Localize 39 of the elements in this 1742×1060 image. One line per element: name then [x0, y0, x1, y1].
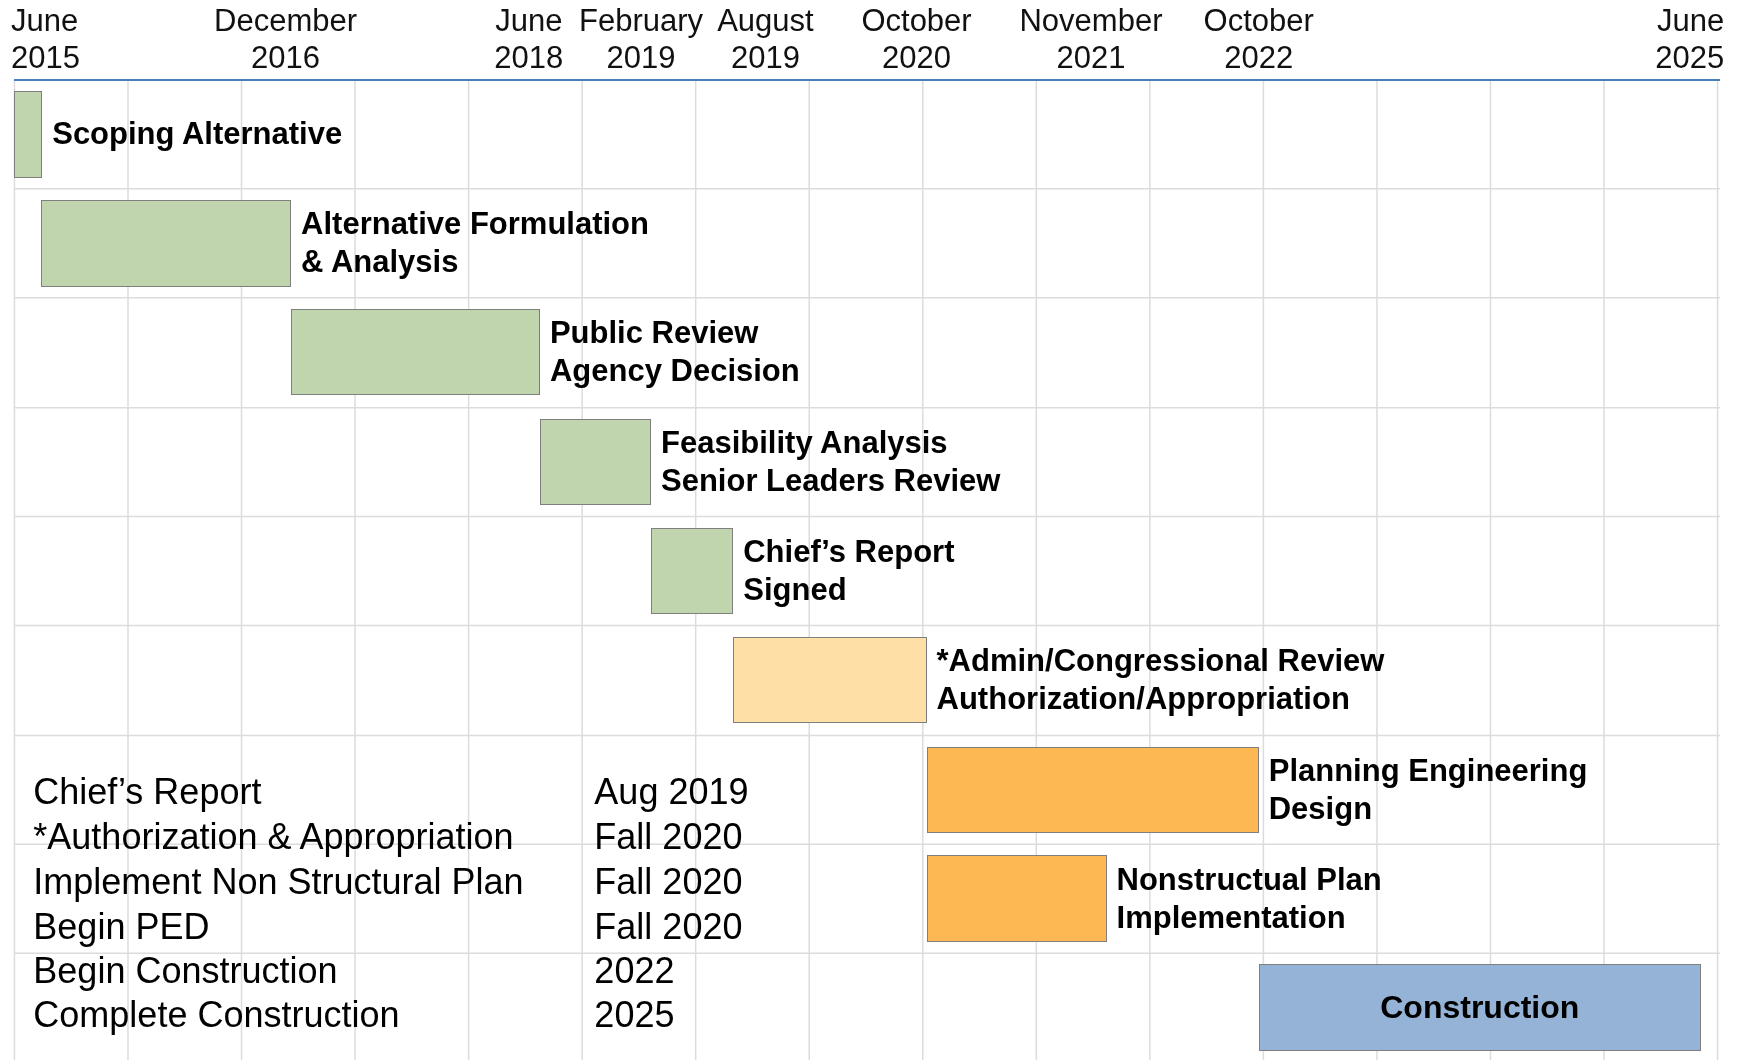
milestone-date: Fall 2020: [594, 862, 743, 903]
task-label: Feasibility Analysis Senior Leaders Review: [661, 424, 1002, 501]
task-label: Chief’s Report Signed: [743, 533, 956, 610]
milestone-date: 2025: [594, 995, 675, 1036]
milestone-date: Aug 2019: [594, 772, 749, 813]
date-label: August 2019: [717, 2, 814, 76]
timeline-bar: [651, 527, 734, 615]
timeline-bar: [926, 855, 1107, 943]
timeline-bar: [539, 418, 651, 506]
task-label: Alternative Formulation & Analysis: [301, 205, 650, 282]
milestone-date: 2022: [594, 951, 675, 991]
task-label: Planning Engineering Design: [1268, 751, 1589, 828]
task-label: Public Review Agency Decision: [549, 314, 801, 391]
bar-label: Construction: [1380, 989, 1580, 1027]
milestone-name: Begin Construction: [33, 951, 338, 991]
timeline-bar: [14, 91, 43, 178]
task-label: *Admin/Congressional Review Authorization/Appropriation: [936, 641, 1386, 718]
milestone-name: *Authorization & Appropriation: [33, 816, 514, 857]
date-label: November 2021: [1019, 2, 1163, 76]
date-label: December 2016: [214, 2, 357, 76]
date-label: June 2025: [1655, 2, 1725, 76]
milestone-date: Fall 2020: [594, 906, 743, 947]
date-label: October 2022: [1203, 2, 1314, 76]
milestone-date: Fall 2020: [594, 816, 743, 857]
task-label: Scoping Alternative: [52, 115, 344, 154]
date-label: February 2019: [579, 2, 704, 76]
milestone-name: Chief’s Report: [33, 772, 262, 813]
task-label: Nonstructual Plan Implementation: [1116, 860, 1383, 937]
milestone-name: Begin PED: [33, 906, 210, 947]
timeline-bar: [41, 199, 292, 287]
timeline-bar: [291, 308, 540, 396]
milestone-name: Implement Non Structural Plan: [33, 862, 524, 903]
date-label: June 2018: [494, 2, 564, 76]
timeline-bar: [926, 746, 1259, 834]
date-label: June 2015: [11, 2, 81, 76]
timeline-bar: [733, 636, 927, 724]
date-label: October 2020: [861, 2, 972, 76]
timeline-bar: [1258, 964, 1701, 1051]
milestone-name: Complete Construction: [33, 995, 400, 1036]
